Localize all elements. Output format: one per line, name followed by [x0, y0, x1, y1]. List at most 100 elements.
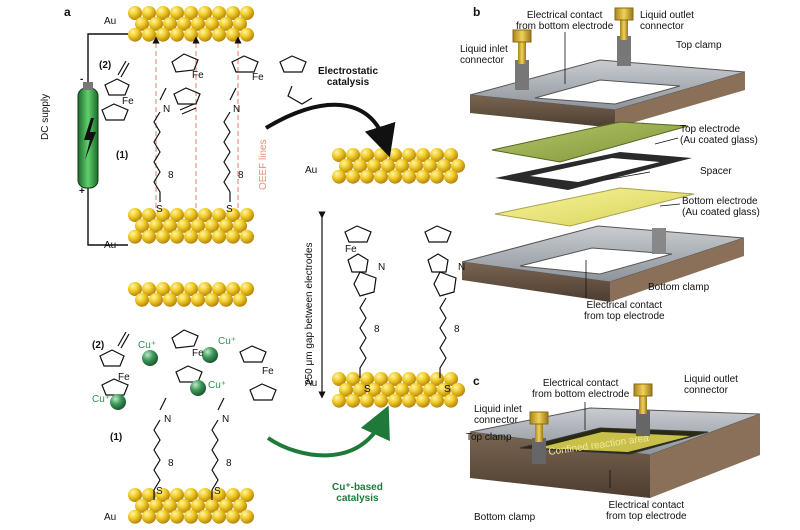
gold-atom	[381, 382, 395, 397]
gold-atom	[219, 218, 233, 233]
c-liquid-inlet: Liquid inlet connector	[474, 404, 522, 426]
gold-atom	[135, 16, 149, 31]
gold-atom	[212, 27, 226, 42]
chain-length: 8	[238, 170, 244, 181]
c-top-clamp: Top clamp	[466, 432, 512, 443]
gold-atom	[416, 393, 430, 408]
gold-atom	[346, 372, 360, 386]
gold-atom	[205, 16, 219, 31]
gold-atom	[226, 488, 240, 502]
gold-atom	[156, 6, 170, 20]
label-compound-2: (2)	[99, 60, 112, 71]
gold-atom	[233, 16, 247, 31]
lightning-icon	[84, 118, 96, 160]
gold-atom	[149, 498, 163, 513]
gold-atom	[142, 208, 156, 222]
c-bottom-clamp: Bottom clamp	[474, 512, 536, 523]
gold-atom	[374, 372, 388, 386]
gold-atom	[170, 27, 184, 42]
gold-atom	[332, 393, 346, 408]
gold-atom	[184, 282, 198, 296]
gold-atom	[339, 382, 353, 397]
gold-atom	[346, 169, 360, 184]
gold-atom	[198, 488, 212, 502]
gold-atom	[339, 158, 353, 173]
iron-atom-label: Fe	[192, 70, 204, 81]
gold-atom	[226, 229, 240, 244]
gold-atom	[170, 488, 184, 502]
bottom-molecules	[99, 329, 277, 500]
gold-atom	[332, 169, 346, 184]
gold-atom	[163, 218, 177, 233]
gold-atom	[149, 292, 163, 307]
gold-atom	[170, 208, 184, 222]
gold-atom	[240, 488, 254, 502]
cu-catalysis-arrow	[266, 405, 390, 458]
top-molecules	[101, 53, 313, 202]
gold-atom	[163, 16, 177, 31]
panel-label-a: a	[64, 5, 71, 19]
gold-atom	[402, 393, 416, 408]
gold-atom	[219, 16, 233, 31]
gold-atom	[191, 218, 205, 233]
gold-atom	[437, 382, 451, 397]
gold-atom	[409, 158, 423, 173]
gold-atom	[198, 509, 212, 524]
iron-atom-label: Fe	[345, 244, 357, 255]
gold-atom	[184, 6, 198, 20]
gold-atom	[353, 158, 367, 173]
cu-ion-label: Cu⁺	[208, 380, 227, 391]
gold-atom	[156, 282, 170, 296]
gold-atom	[198, 27, 212, 42]
gold-atom	[226, 509, 240, 524]
copper-ions	[110, 347, 218, 410]
gold-atom	[128, 488, 142, 502]
iron-atom-label: Fe	[192, 348, 204, 359]
gold-atom	[184, 509, 198, 524]
sulfur-atom: S	[364, 384, 371, 395]
gold-atom	[149, 218, 163, 233]
gold-atom	[191, 16, 205, 31]
gold-atom	[135, 218, 149, 233]
gold-atom	[240, 282, 254, 296]
gold-atom	[205, 498, 219, 513]
sulfur-atom: S	[214, 486, 221, 497]
gold-atom	[184, 27, 198, 42]
gap-label: 250 μm gap between electrodes	[304, 242, 315, 385]
gold-atom	[360, 372, 374, 386]
gold-electrode-slabs	[128, 6, 465, 524]
b-bottom-clamp: Bottom clamp	[648, 282, 710, 293]
gold-atom	[198, 229, 212, 244]
iron-atom-label: Fe	[118, 372, 130, 383]
nitrogen-atom: N	[378, 262, 386, 273]
device-c-leader-lines	[584, 402, 611, 488]
gold-atom	[402, 372, 416, 386]
gold-atom	[149, 16, 163, 31]
b-top-electrode: Top electrode (Au coated glass)	[680, 124, 758, 146]
electrostatic-catalysis-label: Electrostatic catalysis	[318, 66, 379, 88]
gold-atom	[416, 372, 430, 386]
label-compound-1: (1)	[116, 150, 129, 161]
gold-atom	[332, 372, 346, 386]
nitrogen-atom: N	[164, 414, 172, 425]
panel-label-c: c	[473, 374, 480, 388]
gold-atom	[430, 148, 444, 162]
gold-atom	[240, 208, 254, 222]
gold-atom	[367, 382, 381, 397]
gold-atom	[416, 169, 430, 184]
sulfur-atom: S	[226, 204, 233, 215]
panel-label-b: b	[473, 5, 481, 19]
gold-atom	[367, 158, 381, 173]
gold-atom	[444, 148, 458, 162]
device-assembled	[469, 383, 761, 498]
gold-atom	[395, 158, 409, 173]
gold-atom	[444, 372, 458, 386]
gold-atom	[388, 372, 402, 386]
gold-atom	[212, 488, 226, 502]
gold-atom	[381, 158, 395, 173]
gold-atom	[156, 229, 170, 244]
gold-atom	[128, 229, 142, 244]
gold-atom	[219, 292, 233, 307]
gold-atom	[240, 6, 254, 20]
gold-atom	[135, 498, 149, 513]
